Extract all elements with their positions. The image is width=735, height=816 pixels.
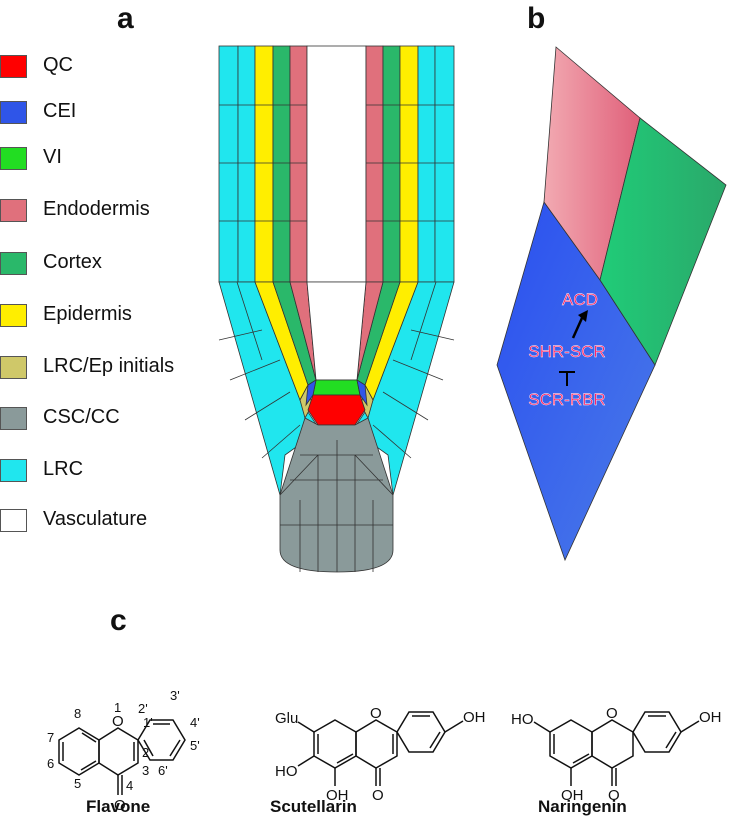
flavone-num-7: 7 [47,730,54,745]
legend-label: Epidermis [43,303,132,325]
legend-swatch [0,509,27,532]
naringenin-carbonyl-o: O [608,787,620,804]
legend-item-vi: VI [0,144,240,174]
legend-label: LRC/Ep initials [43,355,175,377]
legend-swatch [0,199,27,222]
legend-swatch [0,101,27,124]
flavone-num-6prime: 6' [158,763,168,778]
flavone-num-3prime: 3' [170,688,180,703]
naringenin-name: Naringenin [538,797,627,816]
flavone-num-2: 2 [142,745,149,760]
naringenin-ring-o: O [606,705,618,722]
flavone-num-1prime: 1' [143,715,153,730]
legend-swatch [0,459,27,482]
naringenin-structure [533,711,700,786]
legend-label: CEI [43,100,77,122]
flavone-structure [58,719,186,795]
activation-arrow [571,317,584,339]
legend-label: QC [43,54,73,76]
flavone-num-8: 8 [74,706,81,721]
legend-label: CSC/CC [43,406,120,428]
flavone-num-5: 5 [74,776,81,791]
scr-rbr-label: SCR-RBR [528,390,605,409]
legend-item-cei: CEI [0,98,240,128]
legend-label: Cortex [43,251,102,273]
flavone-name: Flavone [86,797,150,816]
flavone-ring-o: O [112,713,124,730]
signaling-diagram: ACD SHR-SCR SCR-RBR [496,46,727,562]
flavone-num-4prime: 4' [190,715,200,730]
scutellarin-glu: Glu [275,710,298,727]
naringenin-oh-right: OH [699,709,722,726]
cortex-cell [599,117,727,366]
scutellarin-carbonyl-o: O [372,787,384,804]
legend-item-lrc-ep-initials: LRC/Ep initials [0,353,240,383]
panel-label-a: a [117,2,134,35]
legend-label: Endodermis [43,198,150,220]
shr-scr-label: SHR-SCR [528,342,605,361]
panel-label-c: c [110,604,127,637]
legend-swatch [0,356,27,379]
flavone-num-1: 1 [114,700,121,715]
arrow-head [578,310,588,322]
legend-swatch [0,55,27,78]
flavone-num-2prime: 2' [138,701,148,716]
scutellarin-structure [297,711,464,786]
legend-swatch [0,304,27,327]
legend-item-epidermis: Epidermis [0,301,240,331]
naringenin-ho: HO [511,711,534,728]
legend-item-csc-cc: CSC/CC [0,404,240,434]
legend-swatch [0,407,27,430]
legend-label: LRC [43,458,84,480]
inhibition-symbol [559,371,575,386]
scutellarin-name: Scutellarin [270,797,357,816]
acd-label: ACD [562,290,598,309]
scutellarin-oh-right: OH [463,709,486,726]
legend-label: Vasculature [43,508,148,530]
scutellarin-ho: HO [275,763,298,780]
flavone-carbonyl-o: O [114,797,126,814]
panel-label-b: b [527,2,546,35]
legend-item-qc: QC [0,52,240,82]
scutellarin-oh-bottom: OH [326,787,349,804]
flavone-num-5prime: 5' [190,738,200,753]
legend-swatch [0,147,27,170]
legend-swatch [0,252,27,275]
cell-walls-lower [218,281,455,572]
legend-item-lrc: LRC [0,456,240,486]
scutellarin-ring-o: O [370,705,382,722]
flavone-num-4: 4 [126,778,133,793]
legend-item-vasculature: Vasculature [0,506,240,536]
legend-item-cortex: Cortex [0,249,240,279]
flavone-num-3: 3 [142,763,149,778]
legend-label: VI [43,146,62,168]
legend-item-endodermis: Endodermis [0,196,240,226]
columella-cap [279,417,394,573]
root-tip-diagram [218,45,455,573]
flavone-num-6: 6 [47,756,54,771]
naringenin-oh-bottom: OH [561,787,584,804]
